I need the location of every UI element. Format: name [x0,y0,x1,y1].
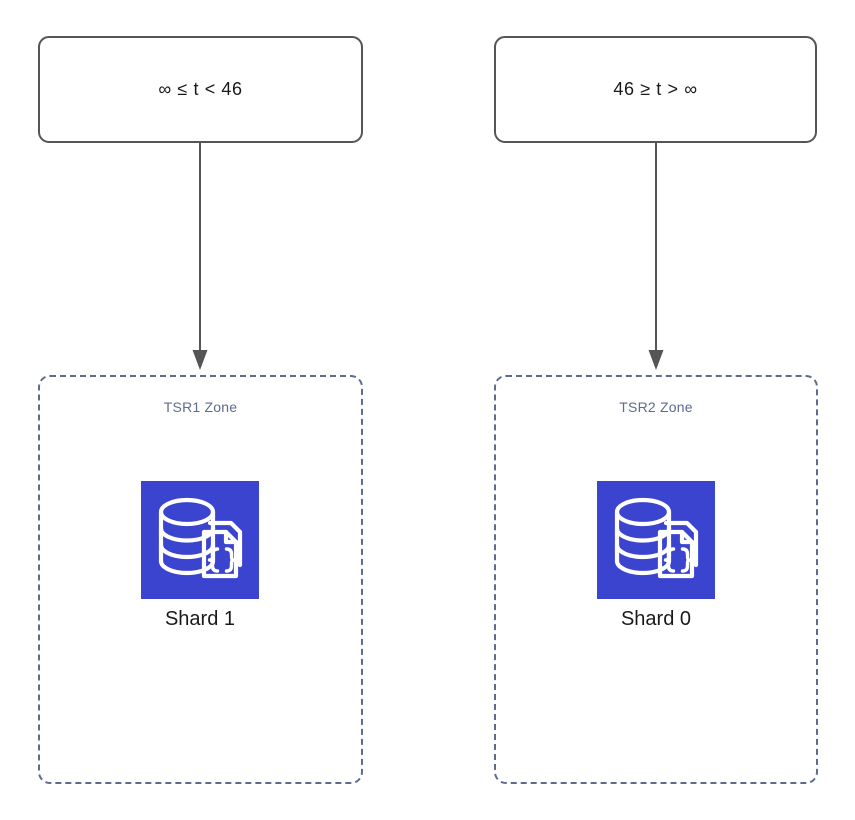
condition-label-right: 46 ≥ t > ∞ [613,79,698,99]
shard-node-left[interactable]: Shard 1 [120,481,280,633]
zone-label-tsr1: TSR1 Zone [163,399,238,415]
arrow-down-icon-left [192,142,208,370]
arrow-down-icon-right [648,142,664,370]
condition-label-left: ∞ ≤ t < 46 [158,79,243,99]
database-document-icon-right [597,481,715,599]
shard-label-right: Shard 0 [620,608,692,630]
zone-label-tsr2: TSR2 Zone [619,399,693,415]
condition-node-left[interactable]: ∞ ≤ t < 46 [38,36,363,143]
zone-container-tsr1[interactable]: TSR1 Zone [38,375,363,784]
shard-label-left: Shard 1 [164,608,236,630]
shard-node-right[interactable]: Shard 0 [576,481,736,633]
database-document-icon-left [141,481,259,599]
condition-node-right[interactable]: 46 ≥ t > ∞ [494,36,817,143]
zone-container-tsr2[interactable]: TSR2 Zone [494,375,818,784]
